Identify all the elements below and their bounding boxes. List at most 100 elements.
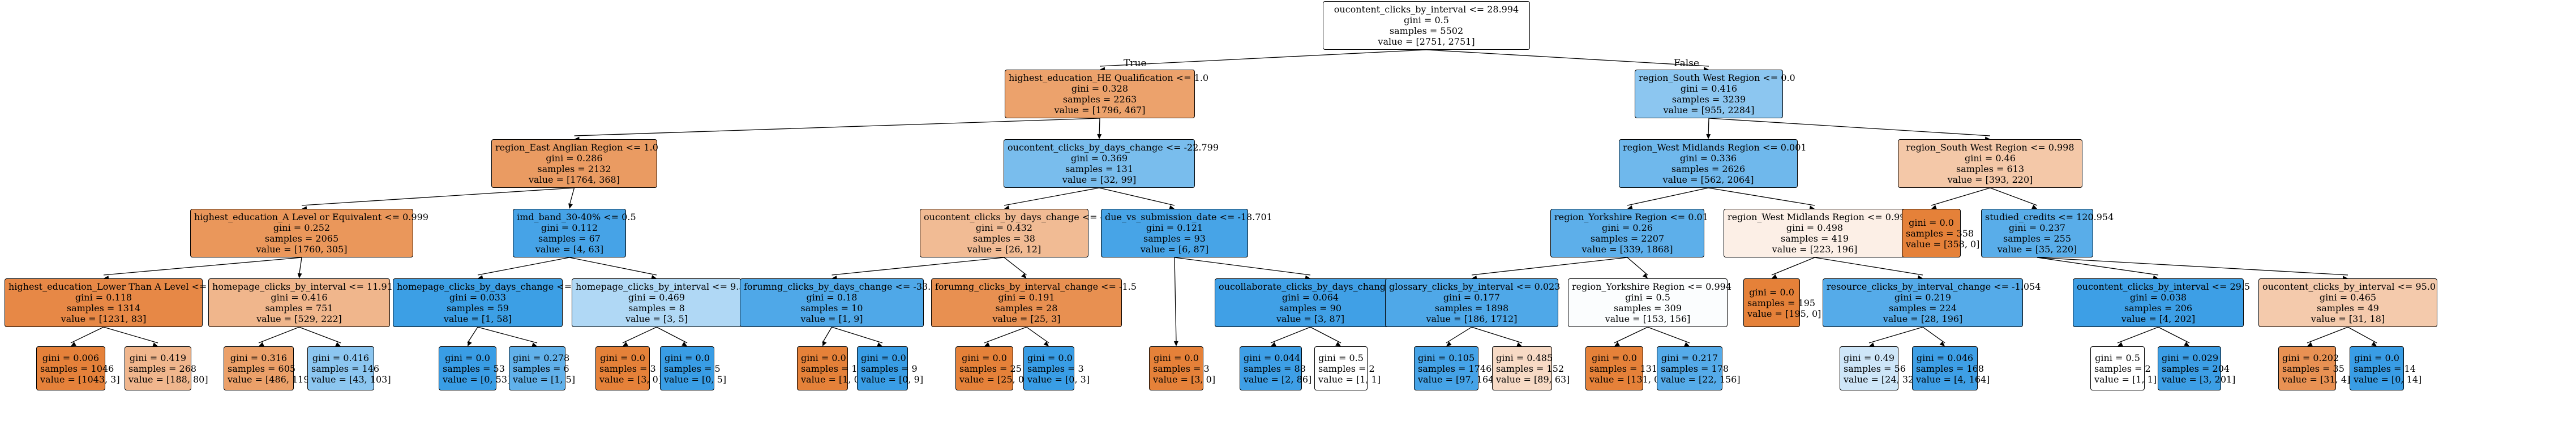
node-line: gini = 0.177 — [1443, 292, 1501, 303]
edge-arrowhead — [2371, 341, 2377, 346]
tree-edge — [467, 327, 478, 343]
node-line: forumng_clicks_by_interval_change <= -1.… — [935, 281, 1137, 292]
tree-edge — [574, 118, 1100, 136]
node-line: homepage_clicks_by_interval <= 11.915 — [212, 281, 399, 292]
node-line: samples = 53 — [443, 363, 505, 374]
node-line: value = [31, 18] — [2311, 313, 2385, 324]
node-line: samples = 2 — [1318, 363, 1375, 374]
node-line: samples = 5 — [664, 363, 721, 374]
node-line: samples = 90 — [1279, 303, 1341, 313]
tree-edge — [2037, 257, 2159, 276]
edge-arrowhead — [2184, 341, 2189, 346]
node-line: value = [562, 2064] — [1662, 174, 1754, 185]
tree-edge — [103, 257, 302, 276]
node-line: gini = 0.49 — [1844, 352, 1895, 363]
tree-edge — [299, 327, 341, 343]
node-line: gini = 0.26 — [1602, 222, 1653, 233]
node-line: samples = 206 — [2124, 303, 2193, 313]
tree-edge — [2158, 327, 2190, 343]
node-line: value = [3, 87] — [1276, 313, 1345, 324]
edge-arrowhead — [2031, 204, 2037, 209]
node-line: samples = 3 — [1153, 363, 1210, 374]
node-line: gini = 0.0 — [1154, 352, 1199, 363]
tree-edge — [1426, 49, 1709, 67]
tree-split-node: highest_education_HE Qualification <= 1.… — [1005, 70, 1208, 118]
node-line: samples = 38 — [973, 233, 1035, 244]
edge-arrowhead — [1939, 341, 1945, 346]
tree-edge — [1868, 327, 1923, 343]
edge-arrowhead — [335, 342, 341, 346]
node-line: value = [1, 1] — [2094, 373, 2157, 385]
node-line: value = [195, 0] — [1747, 308, 1821, 319]
node-line: value = [2, 86] — [1244, 373, 1312, 385]
node-line: forumng_clicks_by_days_change <= -33.0 — [744, 281, 937, 292]
node-line: gini = 0.064 — [1281, 292, 1339, 303]
node-line: gini = 0.0 — [1749, 286, 1794, 298]
edge-arrowhead — [2118, 342, 2123, 346]
node-line: gini = 0.316 — [230, 352, 288, 363]
node-line: samples = 131 — [1589, 363, 1658, 374]
node-line: value = [24, 32] — [1844, 373, 1918, 385]
node-line: gini = 0.416 — [271, 292, 328, 303]
node-line: gini = 0.469 — [628, 292, 685, 303]
edge-arrowhead — [1516, 342, 1522, 347]
tree-split-node: highest_education_A Level or Equivalent … — [190, 209, 428, 257]
tree-edge — [1099, 49, 1427, 67]
node-line: gini = 0.191 — [998, 292, 1055, 303]
edge-arrowhead — [1021, 273, 1027, 278]
tree-edge — [656, 327, 688, 343]
tree-split-node: oucontent_clicks_by_days_change <= -22.7… — [1004, 139, 1219, 188]
edge-arrowhead — [297, 273, 302, 278]
node-line: samples = 2263 — [1062, 94, 1137, 105]
node-line: samples = 204 — [2162, 363, 2230, 374]
node-line: value = [393, 220] — [1947, 174, 2033, 185]
node-line: samples = 751 — [265, 303, 333, 313]
node-line: samples = 35 — [2282, 363, 2344, 374]
node-line: glossary_clicks_by_interval <= 0.023 — [1389, 281, 1561, 292]
node-line: value = [2751, 2751] — [1378, 36, 1475, 47]
tree-edge — [569, 187, 575, 206]
tree-edge — [2117, 327, 2159, 343]
node-line: value = [4, 202] — [2121, 313, 2196, 324]
node-line: gini = 0.044 — [1244, 352, 1301, 363]
tree-edge — [822, 327, 833, 343]
node-line: samples = 3 — [599, 363, 656, 374]
node-line: highest_education_Lower Than A Level <= … — [8, 281, 224, 292]
node-line: gini = 0.278 — [513, 352, 570, 363]
node-line: samples = 146 — [311, 363, 380, 374]
node-line: gini = 0.485 — [1496, 352, 1553, 363]
edge-arrowhead — [152, 342, 158, 347]
node-line: samples = 309 — [1613, 303, 1682, 313]
node-line: resource_clicks_by_interval_change <= -1… — [1827, 281, 2041, 292]
node-line: region_Yorkshire Region <= 0.994 — [1572, 281, 1731, 292]
node-line: samples = 6 — [513, 363, 569, 374]
edge-arrowhead — [1772, 274, 1777, 278]
edge-arrowhead — [1271, 342, 1276, 346]
node-line: samples = 1046 — [40, 363, 114, 374]
tree-split-node: highest_education_Lower Than A Level <= … — [5, 278, 224, 327]
node-line: imd_band_30-40% <= 0.5 — [517, 212, 636, 222]
tree-edge — [1471, 327, 1523, 343]
node-line: value = [1764, 368] — [529, 174, 620, 185]
node-line: samples = 168 — [1916, 363, 1984, 374]
node-line: value = [32, 99] — [1062, 174, 1137, 185]
tree-edge — [1922, 327, 1945, 343]
node-line: value = [31, 4] — [2282, 373, 2351, 385]
node-line: value = [1, 9] — [800, 313, 863, 324]
node-line: gini = 0.0 — [962, 352, 1007, 363]
edge-arrowhead — [623, 342, 628, 346]
edge-arrowhead — [1931, 205, 1937, 209]
tree-edge — [1471, 257, 1628, 276]
node-line: value = [1760, 305] — [256, 244, 348, 255]
edge-arrowhead — [1043, 341, 1049, 346]
